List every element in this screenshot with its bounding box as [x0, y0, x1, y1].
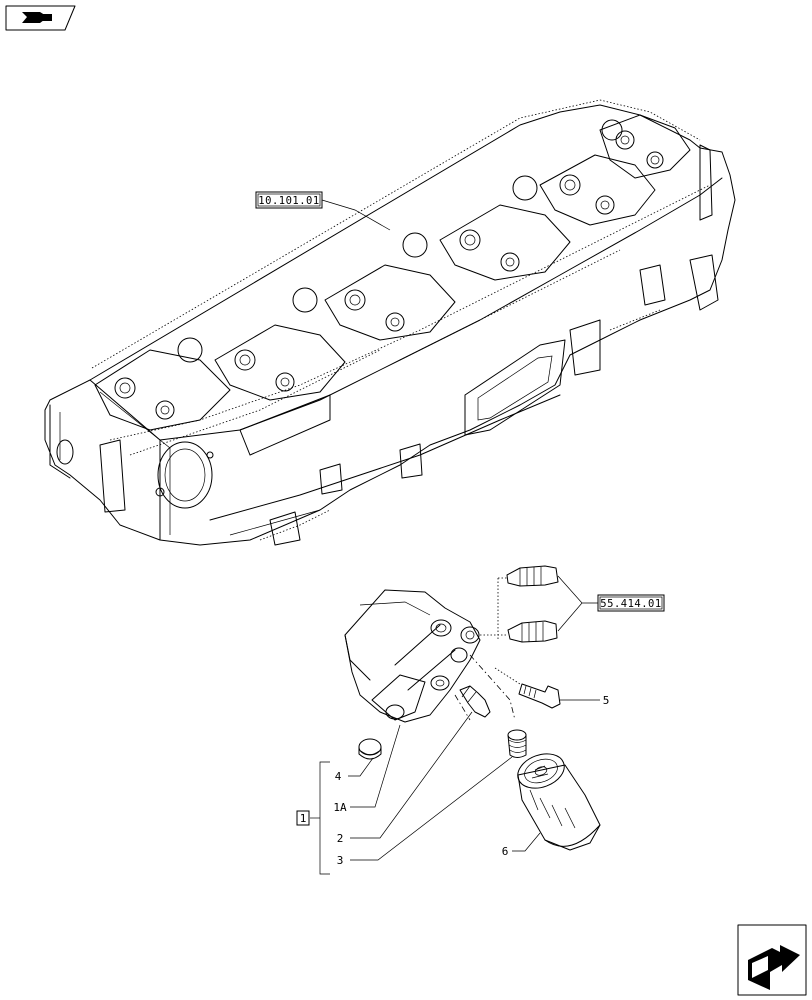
connector-fittings: [480, 565, 559, 643]
callout-item-1: 1: [296, 810, 310, 826]
plug-4: [358, 738, 382, 760]
callout-label-5: 5: [603, 694, 610, 707]
callout-label-4: 4: [335, 770, 342, 783]
nipple-2: [459, 685, 491, 718]
filter-cartridge-6: [517, 753, 601, 851]
callout-label-1: 1: [300, 812, 307, 825]
ref-box-cylinder-head[interactable]: 10.101.01: [255, 191, 323, 209]
bolt-5: [494, 667, 561, 709]
callout-label-1a: 1A: [333, 801, 347, 814]
cylinder-head-drawing: [44, 99, 736, 546]
next-page-icon[interactable]: [737, 924, 807, 996]
callout-label-2: 2: [337, 832, 344, 845]
oil-filter-head-drawing: [344, 589, 516, 723]
callout-leaders: [310, 199, 600, 875]
callout-label-3: 3: [337, 854, 344, 867]
ref-box-connector[interactable]: 55.414.01: [597, 594, 665, 612]
valve-pockets: [94, 114, 691, 431]
ref-label-connector: 55.414.01: [600, 598, 661, 610]
previous-page-icon[interactable]: [5, 5, 76, 31]
stud-3: [507, 729, 527, 758]
ref-label-cylinder-head: 10.101.01: [258, 195, 319, 207]
callout-label-6: 6: [502, 845, 509, 858]
